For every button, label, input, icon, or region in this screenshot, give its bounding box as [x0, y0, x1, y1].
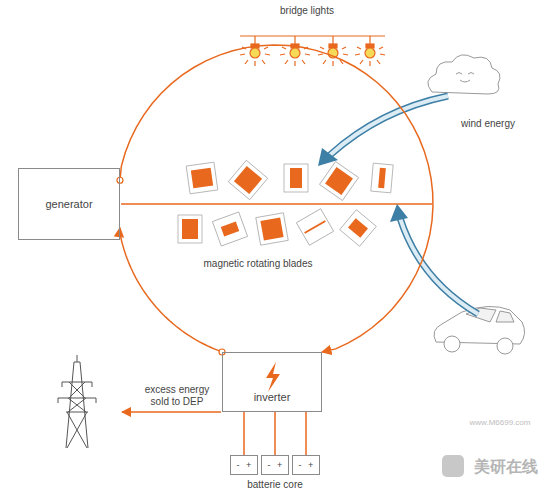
- battery-wire: [274, 412, 276, 455]
- node-text: inverter: [254, 391, 291, 403]
- blades-label: magnetic rotating blades: [204, 258, 313, 270]
- lightning-icon: [266, 362, 280, 392]
- power-loop-arc: [120, 228, 222, 352]
- magnetic-blades: [178, 160, 393, 246]
- blade-axis: [121, 203, 432, 205]
- node-text: - +: [268, 460, 283, 470]
- export-arrow: [122, 411, 221, 413]
- excess-energy-label: excess energy sold to DEP: [137, 384, 217, 408]
- inverter-box: inverter: [222, 352, 322, 412]
- watermark-url: www.M6699.com: [470, 418, 531, 428]
- battery-wire: [305, 412, 307, 455]
- node-text: - +: [299, 460, 314, 470]
- watermark-logo: [442, 455, 464, 477]
- bridge-lights: [240, 36, 385, 66]
- generator-box: generator: [18, 168, 120, 240]
- power-loop-arc: [120, 45, 433, 352]
- wind-arrow: [318, 96, 448, 166]
- car: [434, 306, 525, 354]
- node-text: generator: [45, 198, 92, 210]
- battery-cell: - +: [292, 455, 320, 475]
- cloud: [428, 55, 500, 94]
- node-text: - +: [237, 460, 252, 470]
- battery-cell: - +: [230, 455, 258, 475]
- watermark-text: 美研在线: [474, 457, 538, 476]
- power-pylon: [58, 355, 96, 448]
- battery-cell: - +: [261, 455, 289, 475]
- wind-energy-label: wind energy: [461, 118, 515, 130]
- bridge-lights-label: bridge lights: [280, 5, 334, 17]
- junction-dot: [117, 177, 123, 183]
- battery-wire: [243, 412, 245, 455]
- car-wind-arrow: [390, 204, 478, 314]
- battery-core-label: batterie core: [247, 479, 303, 491]
